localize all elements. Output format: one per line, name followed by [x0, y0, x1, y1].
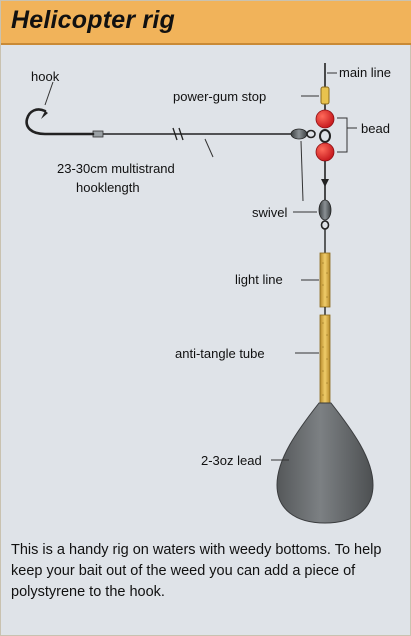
label-bead: bead	[361, 121, 390, 136]
label-swivel: swivel	[252, 205, 288, 220]
label-hook: hook	[31, 69, 60, 84]
leader-hook	[44, 81, 54, 106]
label-light-line: light line	[235, 272, 283, 287]
bead-lower	[315, 142, 335, 162]
hooklength-swivel	[290, 128, 308, 140]
label-hooklength-1: 23-30cm multistrand	[57, 161, 175, 176]
label-lead: 2-3oz lead	[201, 453, 262, 468]
hooklength-break-2	[178, 127, 184, 141]
label-power-gum-stop: power-gum stop	[173, 89, 266, 104]
lead-weight	[276, 402, 374, 524]
bead-swivel-ring	[319, 129, 331, 143]
anti-tangle-tube-lower	[319, 314, 331, 404]
swivel-ring-bottom	[320, 220, 330, 230]
label-anti-tangle-tube: anti-tangle tube	[175, 346, 265, 361]
label-hooklength-2: hooklength	[76, 180, 140, 195]
bead-bracket	[337, 117, 357, 153]
label-main-line: main line	[339, 65, 391, 80]
power-gum-stop	[320, 86, 330, 105]
leader-hooklength	[204, 138, 214, 158]
rig-diagram: hook main line power-gum stop bead 23-30…	[25, 63, 391, 524]
bead-upper	[315, 109, 335, 129]
hooklength-swivel-ring	[306, 129, 316, 139]
tube-texture	[322, 262, 328, 396]
hook-barb	[41, 111, 48, 119]
leader-swivel-up	[300, 140, 304, 202]
anti-tangle-tube-upper	[319, 252, 331, 308]
rig-description: This is a handy rig on waters with weedy…	[11, 542, 382, 600]
header-bar: Helicopter rig	[1, 1, 411, 45]
page-title: Helicopter rig	[11, 6, 175, 34]
hook-shape	[25, 108, 95, 136]
hooklength-break-1	[172, 127, 178, 141]
hooklength-crimp	[92, 130, 104, 138]
swivel	[318, 199, 332, 221]
knot-marker	[321, 179, 329, 187]
